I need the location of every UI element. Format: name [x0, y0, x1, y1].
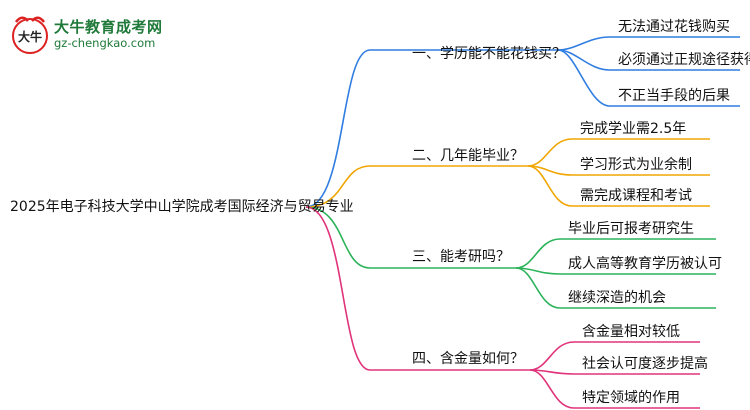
branch-leaf-connector — [529, 341, 575, 371]
branch-leaf-connector — [529, 369, 575, 409]
leaf-node: 无法通过花钱购买 — [618, 19, 730, 35]
branch-leaf-connector — [527, 165, 573, 207]
leaf-node: 完成学业需2.5年 — [580, 121, 687, 137]
leaf-node: 特定领域的作用 — [582, 390, 680, 406]
logo-title: 大牛教育成考网 — [54, 18, 163, 36]
leaf-node: 需完成课程和考试 — [580, 188, 692, 204]
bull-logo-icon: 大牛 — [12, 16, 48, 54]
branch-node-2: 二、几年能毕业？ — [412, 148, 524, 164]
branch-leaf-connector — [557, 49, 611, 107]
leaf-node: 必须通过正规途径获得 — [618, 52, 750, 68]
logo-url: gz-chengkao.com — [54, 36, 156, 50]
leaf-node: 不正当手段的后果 — [618, 88, 730, 104]
leaf-node: 成人高等教育学历被认可 — [568, 256, 722, 272]
branch-leaf-connector — [515, 267, 561, 309]
leaf-node: 继续深造的机会 — [568, 290, 666, 306]
root-branch-connector — [305, 165, 371, 208]
branch-leaf-connector — [527, 138, 573, 167]
root-branch-connector — [305, 206, 371, 269]
leaf-node: 含金量相对较低 — [582, 324, 680, 340]
svg-text:大牛: 大牛 — [18, 29, 42, 44]
leaf-node: 社会认可度逐步提高 — [582, 356, 708, 372]
root-node: 2025年电子科技大学中山学院成考国际经济与贸易专业 — [10, 199, 354, 215]
root-branch-connector — [305, 49, 371, 208]
branch-node-3: 三、能考研吗？ — [412, 249, 510, 265]
branch-node-1: 一、学历能不能花钱买？ — [412, 46, 566, 62]
logo: 大牛 大牛教育成考网 gz-chengkao.com — [6, 12, 166, 56]
leaf-node: 学习形式为业余制 — [580, 157, 692, 173]
branch-node-4: 四、含金量如何？ — [412, 351, 524, 367]
root-branch-connector — [305, 206, 371, 371]
branch-leaf-connector — [515, 238, 561, 269]
branch-leaf-connector — [515, 267, 561, 275]
leaf-node: 毕业后可报考研究生 — [568, 221, 694, 237]
